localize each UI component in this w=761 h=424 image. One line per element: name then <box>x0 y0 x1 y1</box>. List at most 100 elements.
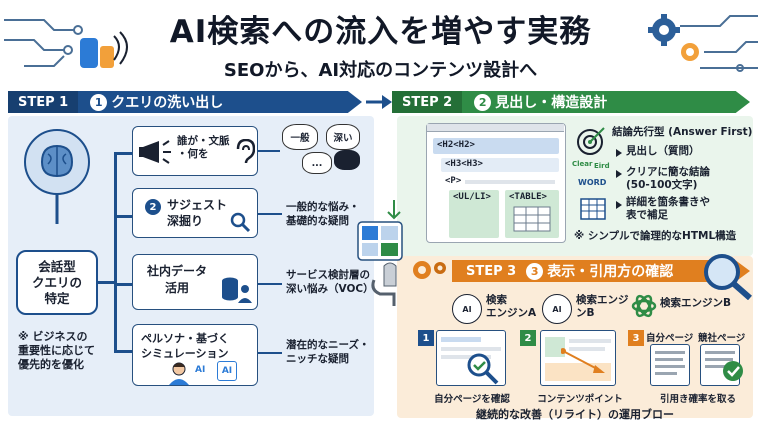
circuit-decoration-left-icon <box>4 19 128 68</box>
card1-label: 誰が・文脈 ・何を <box>177 135 230 160</box>
pointer-arrow-icon <box>561 348 605 373</box>
step1-number: 1 <box>90 93 108 111</box>
own-page-doc <box>650 344 690 386</box>
suggest-card: 2 サジェスト 深掘り <box>132 188 258 238</box>
doc-line <box>655 372 677 375</box>
speech-bubble-general: 一般 <box>282 124 318 150</box>
doc-line <box>705 358 733 361</box>
step-arrow-icon <box>366 95 392 109</box>
h3-row <box>441 158 559 172</box>
flow-step3-caption: 引用き確率を取る <box>659 394 736 405</box>
doc-line <box>705 365 735 368</box>
speech-bubble-deep: 深い <box>326 124 360 150</box>
step3-header: STEP 3 3 表示・引用方の確認 <box>452 260 750 282</box>
step3-number: 3 <box>526 262 544 280</box>
robot-hand-card-icon <box>357 200 403 306</box>
connector-trunk <box>114 152 117 352</box>
step3-footer: 継続的な改善（リライト）の運用ブロー <box>476 408 674 421</box>
window-titlebar <box>427 124 564 132</box>
arrow-right-icon <box>616 149 622 157</box>
doc-line <box>705 351 735 354</box>
ai-chip-icon: AI <box>217 361 237 381</box>
window-block <box>545 337 565 357</box>
arrow-line <box>258 150 280 152</box>
table-grid-icon <box>513 206 551 232</box>
feature-clear-conclusion: クリアに簡な結論 (50-100文字) <box>626 166 710 191</box>
page-subtitle: SEOから、AI対応のコンテンツ設計へ <box>223 60 538 81</box>
engine-a-label: 検索 エンジンA <box>486 294 537 319</box>
step2-note: ※ シンプルで論理的なHTML構造 <box>574 230 737 242</box>
engine-a-icon: AI <box>452 294 482 324</box>
step1-header: STEP 1 1 クエリの洗い出し <box>8 91 362 113</box>
h2-row <box>433 138 559 154</box>
p-line <box>465 180 555 184</box>
card4-label: ペルソナ・基づく シミュレーション <box>141 332 229 360</box>
connector-branch <box>114 350 132 353</box>
engine-b-icon: AI <box>542 294 572 324</box>
word-label: WORD <box>578 178 607 187</box>
window-line <box>441 355 491 359</box>
connector-line <box>98 281 114 284</box>
card4-description: 潜在的なニーズ・ ニッチな疑問 <box>286 339 370 365</box>
clear-word-icon: Clear Eird WORD <box>572 160 610 192</box>
connector-branch <box>114 283 132 286</box>
ear-icon <box>236 139 255 164</box>
h3-tag: <H3<H3> <box>445 159 483 169</box>
magnifier-icon <box>704 254 752 300</box>
card2-number: 2 <box>145 199 161 215</box>
target-icon <box>577 127 605 155</box>
window-line <box>441 347 501 351</box>
feature-answer-first: 結論先行型 (Answer First) <box>612 126 753 138</box>
own-page-label: 自分ページ <box>646 333 694 344</box>
openai-knot-icon <box>631 294 657 318</box>
conversational-query-card: 会話型 クエリの 特定 <box>16 250 98 315</box>
flow-step2-caption: コンテンツポイント <box>537 394 623 405</box>
card2-label: サジェスト 深掘り <box>167 198 228 228</box>
connector-branch <box>114 152 132 155</box>
gear-decoration-right-icon <box>648 14 758 72</box>
gear-icon <box>413 261 446 279</box>
search-icon <box>230 212 251 233</box>
doc-line <box>655 365 685 368</box>
table-tag: <TABLE> <box>509 192 547 202</box>
flow-step1-window <box>436 330 506 386</box>
connector-branch <box>114 215 132 218</box>
feature-detail-bullets: 詳細を箇条書きや 表で補足 <box>626 196 710 221</box>
card2-description: 一般的な悩み・ 基礎的な疑問 <box>286 201 360 227</box>
step3-tag: STEP 3 <box>466 263 517 279</box>
step1-note: ※ ビジネスの 重要性に応じて 優先的を優化 <box>18 330 95 371</box>
feature-heading-question: 見出し（質問） <box>626 145 700 157</box>
database-user-icon <box>222 277 252 303</box>
step2-tag: STEP 2 <box>392 91 463 113</box>
flow-step3-number: 3 <box>628 330 644 346</box>
p-tag: <P> <box>445 176 462 186</box>
speech-bubble-dots: ... <box>302 152 332 174</box>
ai-bubble: AI <box>195 365 206 375</box>
card3-label: 社内データ 活用 <box>147 264 208 295</box>
doc-line <box>655 358 683 361</box>
step3-label: 表示・引用方の確認 <box>547 264 674 280</box>
arrow-right-icon <box>616 170 622 178</box>
window-line <box>569 339 611 343</box>
internal-data-card: 社内データ 活用 <box>132 254 258 310</box>
card3-description: サービス検討層の 深い悩み（VOC） <box>286 269 374 295</box>
engine-b-label: 検索エンジ ンB <box>576 294 629 319</box>
eird-label: Eird <box>594 162 610 170</box>
window-line <box>569 347 605 351</box>
ul-block <box>449 190 499 238</box>
engine-c-label: 検索エンジンB <box>660 297 732 309</box>
ul-tag: <UL/LI> <box>453 192 491 202</box>
step2-label: 見出し・構造設計 <box>495 95 608 111</box>
flow-step2-number: 2 <box>520 330 536 346</box>
spreadsheet-icon <box>580 198 606 220</box>
megaphone-icon <box>139 140 171 164</box>
step2-header: STEP 2 2 見出し・構造設計 <box>392 91 750 113</box>
person-icon <box>169 362 189 385</box>
h2-tag: <H2<H2> <box>437 140 475 150</box>
window-line <box>441 337 481 342</box>
flow-step2-window <box>540 330 616 386</box>
brain-icon <box>24 129 90 224</box>
doc-line <box>655 351 685 354</box>
magnifier-check-icon <box>467 353 499 385</box>
clear-label: Clear <box>572 160 593 168</box>
